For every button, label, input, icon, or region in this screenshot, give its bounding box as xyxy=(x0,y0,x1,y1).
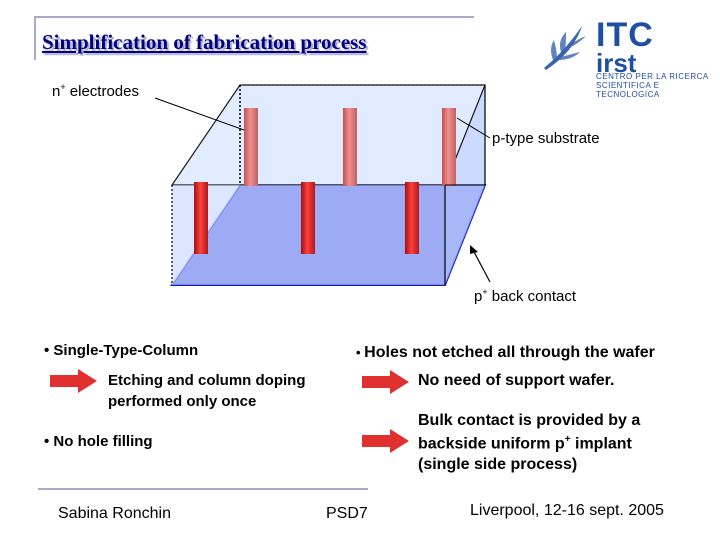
back-contact-pointer xyxy=(472,249,491,283)
footer-place-date: Liverpool, 12-16 sept. 2005 xyxy=(470,502,664,519)
back-contact-arrowhead xyxy=(470,245,478,254)
electrode-column-back-2 xyxy=(343,108,357,186)
n-electrodes-pointer xyxy=(154,97,245,131)
footer-divider xyxy=(38,488,368,490)
logo-text-itc: ITC xyxy=(596,16,654,54)
bullet-no-hole-filling: • No hole filling xyxy=(44,433,153,450)
right-point-bulk-line3: (single side process) xyxy=(418,456,578,473)
arrow-right-icon xyxy=(50,369,97,393)
electrode-column-front-1 xyxy=(194,182,208,254)
arrow-right-icon xyxy=(362,370,409,394)
leaf-logo-icon xyxy=(544,26,586,70)
title-frame xyxy=(34,16,474,60)
logo-caption-line2: SCIENTIFICA E TECNOLOGICA xyxy=(596,81,660,99)
label-back-contact: p+ back contact xyxy=(474,287,576,305)
right-point-bulk-line2: backside uniform p+ implant xyxy=(418,434,632,453)
footer-author: Sabina Ronchin xyxy=(58,505,171,522)
left-arrow-text-line1: Etching and column doping xyxy=(108,372,306,389)
electrode-column-back-1 xyxy=(244,108,258,186)
bullet-single-type-column: • Single-Type-Column xyxy=(44,342,199,359)
right-point-support-wafer: No need of support wafer. xyxy=(418,372,615,389)
substrate-diagram xyxy=(154,84,491,286)
electrode-column-front-2 xyxy=(301,182,315,254)
top-face xyxy=(170,84,486,186)
bullet-holes-not-etched: • Holes not etched all through the wafer xyxy=(356,344,655,361)
label-substrate: p-type substrate xyxy=(492,130,600,147)
substrate-pointer xyxy=(456,117,491,139)
arrow-right-icon xyxy=(362,429,409,453)
label-n-electrodes: n+ electrodes xyxy=(52,82,139,100)
slide-title: Simplification of fabrication process xyxy=(42,30,367,54)
logo-text-irst: irst xyxy=(596,48,637,78)
electrode-column-front-3 xyxy=(405,182,419,254)
left-arrow-text-line2: performed only once xyxy=(108,393,257,410)
right-point-bulk-line1: Bulk contact is provided by a xyxy=(418,412,641,429)
logo-caption-line1: CENTRO PER LA RICERCA xyxy=(596,72,709,81)
footer-event: PSD7 xyxy=(326,505,368,522)
electrode-column-back-3 xyxy=(442,108,456,186)
